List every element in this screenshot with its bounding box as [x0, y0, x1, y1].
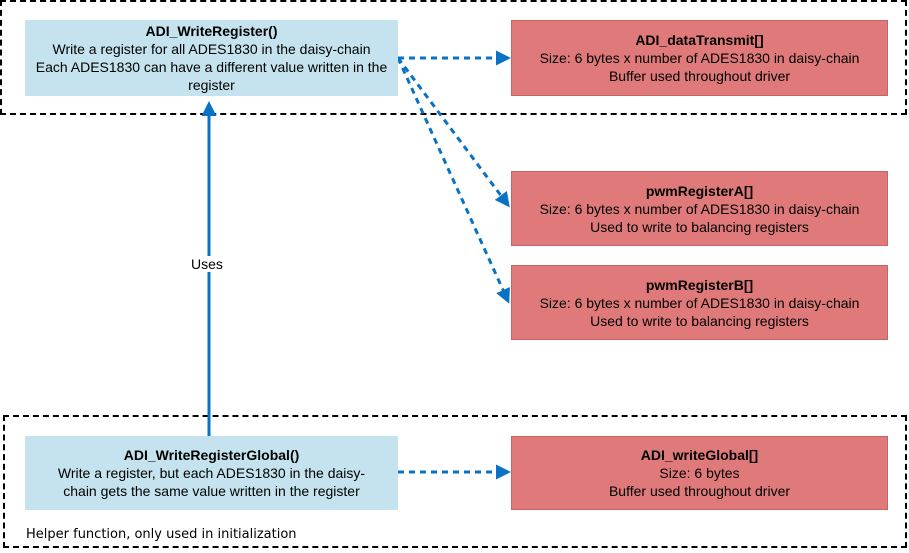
adi-data-transmit-title: ADI_dataTransmit[]	[635, 32, 764, 48]
adi-write-global-size: Size: 6 bytes	[659, 465, 740, 481]
adi-write-global-title: ADI_writeGlobal[]	[640, 447, 759, 463]
adi-write-register-title: ADI_WriteRegister()	[145, 23, 278, 39]
adi-write-register-global-desc: Write a register, but each ADES1830 in t…	[57, 465, 366, 499]
adi-write-global-box: ADI_writeGlobal[] Size: 6 bytes Buffer u…	[511, 436, 888, 510]
pwm-register-a-title: pwmRegisterA[]	[645, 182, 754, 199]
adi-write-register-global-box: ADI_WriteRegisterGlobal() Write a regist…	[25, 436, 398, 510]
adi-data-transmit-size: Size: 6 bytes x number of ADES1830 in da…	[539, 50, 860, 66]
helper-group-caption: Helper function, only used in initializa…	[26, 527, 297, 542]
adi-write-register-box: ADI_WriteRegister() Write a register for…	[25, 20, 398, 96]
pwm-register-a-usage: Used to write to balancing registers	[590, 218, 809, 235]
pwm-register-b-title: pwmRegisterB[]	[645, 276, 754, 293]
pwm-register-b-box: pwmRegisterB[] Size: 6 bytes x number of…	[511, 265, 888, 340]
adi-data-transmit-usage: Buffer used throughout driver	[608, 68, 791, 84]
arrow-to-pwm-b	[396, 57, 510, 304]
adi-data-transmit-box: ADI_dataTransmit[] Size: 6 bytes x numbe…	[511, 20, 888, 96]
helper-group-frame	[3, 415, 907, 548]
adi-write-register-global-title: ADI_WriteRegisterGlobal()	[123, 447, 300, 463]
adi-write-register-desc-2: Each ADES1830 can have a different value…	[35, 59, 388, 93]
top-group-frame	[0, 0, 907, 115]
arrow-to-pwm-a	[396, 57, 510, 208]
pwm-register-b-size: Size: 6 bytes x number of ADES1830 in da…	[539, 294, 860, 311]
adi-write-register-desc-1: Write a register for all ADES1830 in the…	[52, 41, 371, 57]
uses-label: Uses	[189, 256, 225, 272]
pwm-register-b-usage: Used to write to balancing registers	[590, 312, 809, 329]
adi-write-global-usage: Buffer used throughout driver	[608, 483, 791, 499]
pwm-register-a-box: pwmRegisterA[] Size: 6 bytes x number of…	[511, 171, 888, 246]
pwm-register-a-size: Size: 6 bytes x number of ADES1830 in da…	[539, 200, 860, 217]
